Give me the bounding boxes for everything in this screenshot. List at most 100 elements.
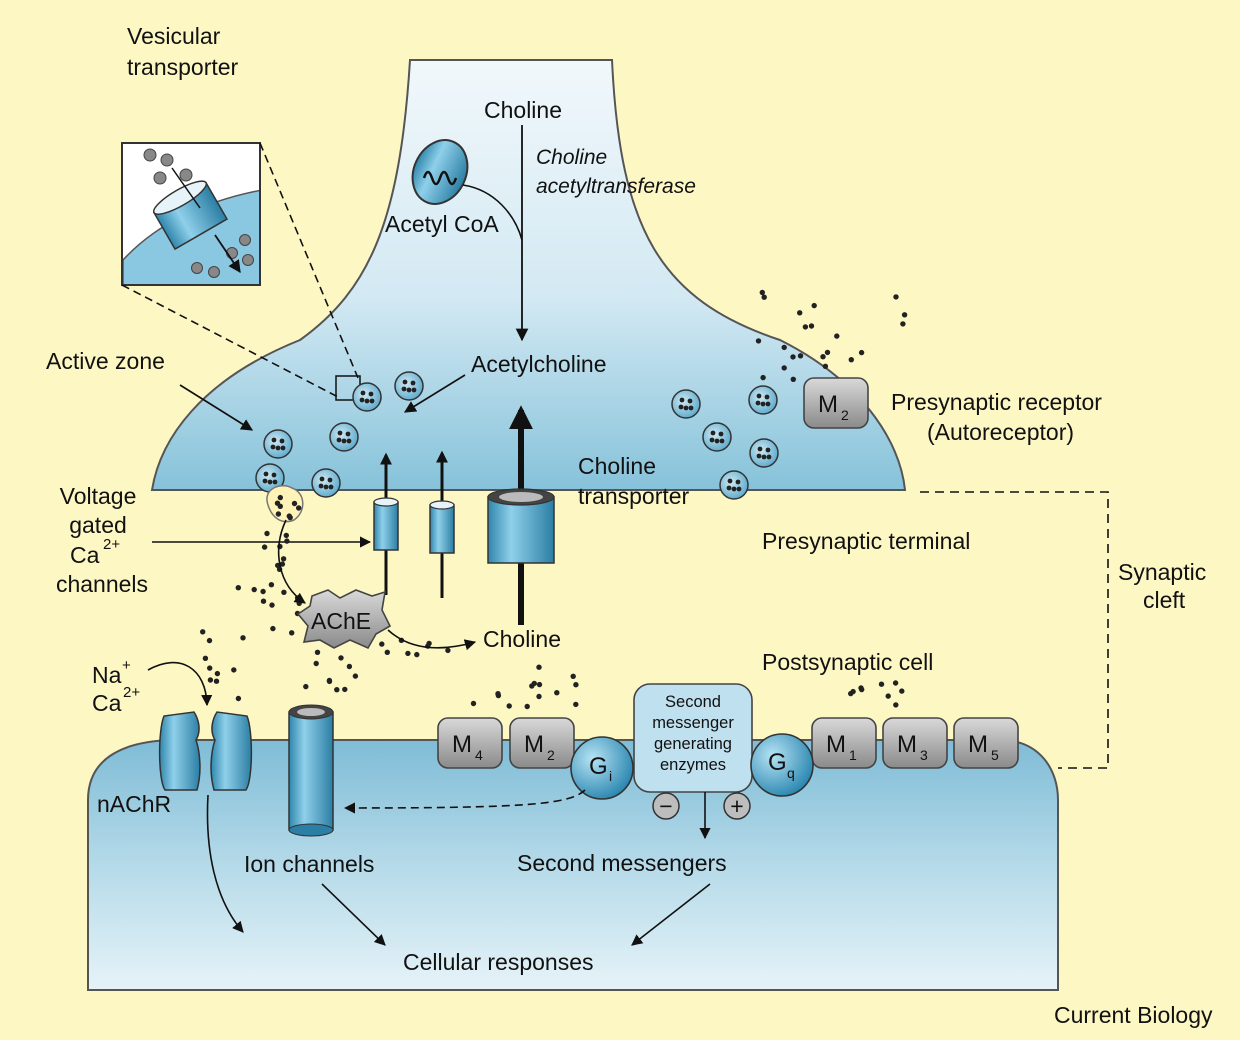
gated-label: gated: [69, 512, 127, 538]
active-zone-label: Active zone: [46, 348, 165, 374]
vesicle-content-dot: [765, 447, 771, 453]
ach-molecule-dot: [536, 681, 543, 688]
ach-molecule-dot: [251, 586, 257, 593]
vesicle-content-dot: [683, 405, 689, 411]
ach-molecule-dot: [759, 289, 765, 296]
ach-molecule-dot: [824, 349, 831, 356]
ach-molecule-dot: [235, 695, 242, 702]
vesicular-transporter-label: Vesicular: [127, 23, 221, 49]
vesicle-content-dot: [364, 398, 370, 404]
ach-molecule-dot: [802, 324, 809, 330]
messengers-to-response-arrow: [631, 883, 711, 946]
vesicle-content-dot: [345, 431, 351, 437]
ach-molecule-dot: [790, 354, 796, 360]
ach-molecule-dot: [808, 323, 815, 329]
vesicle-content-dot: [735, 479, 741, 485]
ach-molecule-dot: [213, 678, 220, 684]
vesicle-content-dot: [280, 445, 286, 451]
vesicle: [263, 429, 293, 459]
svg-text:G: G: [589, 753, 608, 780]
svg-text:3: 3: [920, 747, 928, 763]
na-label: Na: [92, 662, 122, 688]
ach-molecule-dot: [277, 494, 283, 501]
vesicle-content-dot: [719, 438, 725, 444]
ach-molecule-dot: [281, 589, 287, 595]
ca-ion-label: Ca: [92, 690, 122, 716]
ache-enzyme: AChE: [296, 589, 392, 650]
ach-molecule-dot: [573, 682, 579, 688]
ach-molecule-dot: [314, 649, 321, 655]
ach-molecule-dot: [283, 532, 289, 539]
ach-molecule-dot: [202, 655, 209, 661]
ach-molecule-dot: [313, 660, 319, 667]
na-charge-label: +: [122, 657, 131, 674]
vesicular-transporter-label-2: transporter: [127, 54, 239, 80]
inset-connector-top: [259, 142, 359, 379]
choline-top-label: Choline: [484, 97, 562, 123]
credit-label: Current Biology: [1054, 1002, 1213, 1028]
ach-molecule-dot: [200, 629, 206, 635]
ach-molecule-dot: [268, 582, 275, 588]
ach-molecule-dot: [445, 647, 451, 654]
svg-text:M: M: [452, 731, 472, 758]
svg-text:2: 2: [841, 407, 849, 423]
stimulation-plus-icon: +: [723, 792, 751, 820]
svg-text:M: M: [818, 391, 838, 418]
voltage-label: Voltage: [60, 483, 137, 509]
ach-molecule-dot: [892, 680, 899, 686]
ach-molecule-dot: [261, 544, 268, 550]
vesicle-content-dot: [727, 478, 733, 484]
vesicle-content-dot: [263, 471, 269, 477]
inhibition-minus-icon: −: [652, 792, 680, 820]
ach-molecule-dot: [214, 670, 221, 677]
vesicle-content-dot: [360, 390, 366, 396]
vesicle-content-dot: [410, 380, 416, 386]
vesicle-content-dot: [710, 430, 716, 436]
ach-molecule-dot: [470, 700, 477, 707]
ach-molecule-dot: [848, 690, 854, 697]
vesicle-content-dot: [279, 438, 285, 444]
ach-molecule-dot: [536, 693, 542, 700]
vesicle-content-dot: [756, 453, 762, 459]
svg-text:+: +: [730, 793, 743, 819]
synaptic-cleft-bracket: [920, 491, 1109, 769]
svg-text:messenger: messenger: [652, 714, 734, 732]
synaptic-cleft-label-2: cleft: [1143, 587, 1186, 613]
svg-text:4: 4: [475, 747, 483, 763]
ach-molecule-dot: [338, 655, 344, 661]
ca-label: Ca: [70, 542, 100, 568]
receptor-m1: M 1: [811, 717, 877, 769]
receptor-m4: M 4: [437, 717, 503, 769]
vesicle-content-dot: [341, 438, 347, 444]
ach-molecule-dot: [207, 677, 214, 683]
vesicle: [329, 422, 359, 452]
vesicle: [311, 468, 341, 498]
ache-label: AChE: [311, 608, 371, 634]
vesicle-content-dot: [262, 478, 268, 484]
svg-text:generating: generating: [654, 735, 732, 753]
ach-molecule-dot: [414, 651, 420, 658]
ach-molecule-dot: [524, 703, 530, 710]
svg-text:i: i: [609, 768, 612, 784]
ach-molecule-dot: [760, 374, 766, 381]
cellular-responses-label: Cellular responses: [403, 949, 593, 975]
ach-molecule-dot: [811, 302, 817, 309]
vesicular-transporter-inset: [121, 142, 261, 286]
acetylcholine-label: Acetylcholine: [471, 351, 607, 377]
presynaptic-m2-receptor: M 2: [803, 377, 869, 429]
vesicle-content-dot: [272, 479, 278, 485]
second-messenger-enzymes-box: Second messenger generating enzymes: [633, 683, 753, 793]
ache-to-choline-arrow: [387, 629, 477, 651]
vesicles: [255, 371, 779, 500]
ach-molecule-dot: [286, 513, 292, 519]
presynaptic-terminal-label: Presynaptic terminal: [762, 528, 970, 554]
svg-text:M: M: [897, 731, 917, 758]
ion-channels-label: Ion channels: [244, 851, 374, 877]
ach-molecule-dot: [326, 677, 333, 684]
inset-connector-bottom: [121, 284, 341, 399]
svg-text:5: 5: [991, 747, 999, 763]
nachr-to-response-arrow: [206, 794, 244, 933]
ach-molecule-dot: [781, 365, 787, 371]
vesicle-content-dot: [718, 431, 724, 437]
